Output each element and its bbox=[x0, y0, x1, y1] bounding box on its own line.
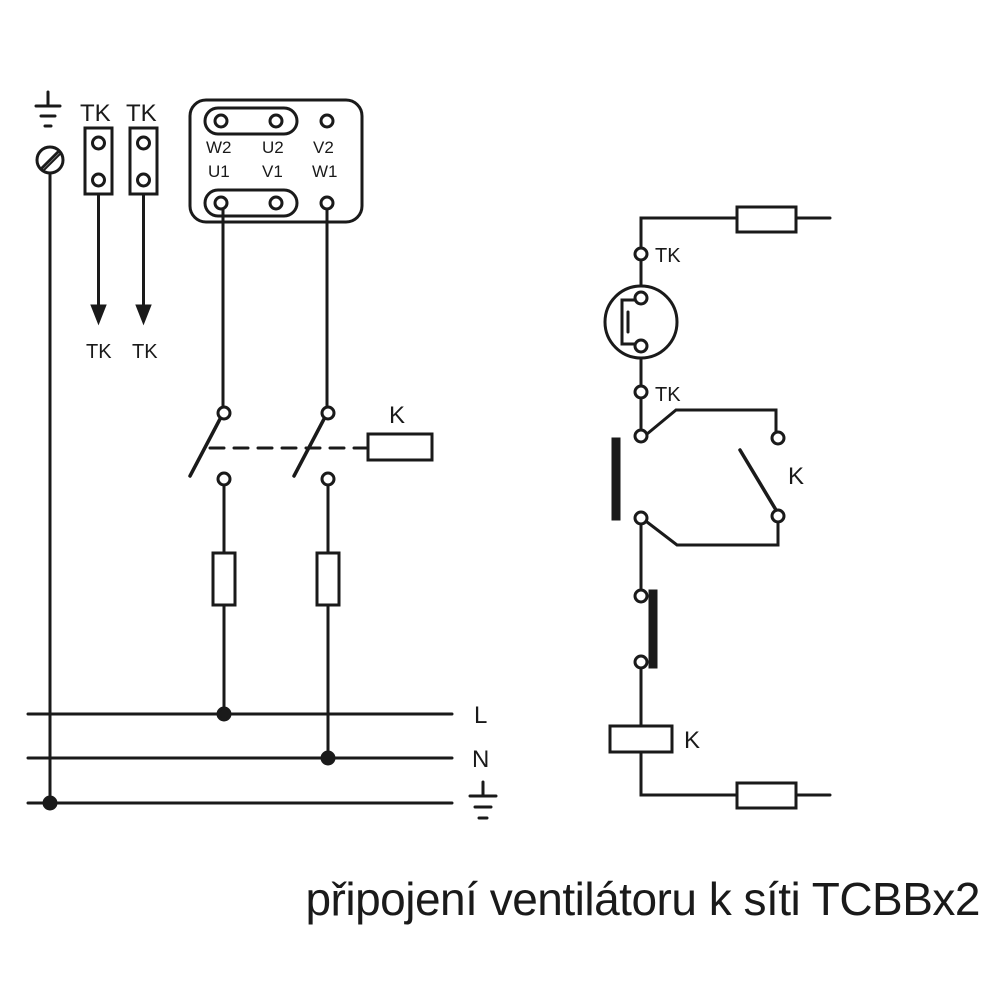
label-terminal-w1: W1 bbox=[312, 162, 338, 181]
start-button-with-holding-contact bbox=[611, 408, 786, 547]
label-tk-bottom-2: TK bbox=[132, 341, 158, 363]
label-contact-k-right: K bbox=[788, 463, 804, 490]
diagram-caption: připojení ventilátoru k síti TCBBx2 bbox=[305, 873, 980, 925]
label-terminal-v2: V2 bbox=[313, 138, 334, 157]
earth-symbol-bottom bbox=[468, 780, 498, 820]
fuse-2 bbox=[315, 551, 341, 607]
label-tk-right-top: TK bbox=[655, 245, 681, 267]
label-tk-top-2: TK bbox=[126, 100, 157, 127]
label-coil-k-right: K bbox=[684, 727, 700, 754]
label-tk-right-mid: TK bbox=[655, 384, 681, 406]
control-wire-top bbox=[639, 216, 739, 250]
label-contactor-k-left: K bbox=[389, 402, 405, 429]
control-fuse-bottom bbox=[735, 781, 798, 810]
label-tk-bottom-1: TK bbox=[86, 341, 112, 363]
label-line-n: N bbox=[472, 746, 489, 773]
thermal-protector-symbol bbox=[603, 284, 679, 360]
motor-terminal-box bbox=[188, 98, 364, 224]
junction-dot-n bbox=[320, 750, 336, 766]
earth-symbol-top bbox=[34, 90, 62, 128]
junction-dot-pe bbox=[42, 795, 58, 811]
earth-terminal-screw bbox=[35, 145, 65, 175]
control-wire-bottom bbox=[639, 750, 739, 797]
contactor-contact-1 bbox=[188, 405, 232, 487]
fuse-1 bbox=[211, 551, 237, 607]
label-line-l: L bbox=[474, 702, 487, 729]
contactor-coil-right bbox=[608, 724, 674, 754]
junction-dot-l bbox=[216, 706, 232, 722]
contactor-contact-2 bbox=[292, 405, 336, 487]
stop-button bbox=[633, 588, 658, 670]
label-terminal-v1: V1 bbox=[262, 162, 283, 181]
label-terminal-w2: W2 bbox=[206, 138, 232, 157]
label-terminal-u1: U1 bbox=[208, 162, 230, 181]
tk-terminal-mid bbox=[633, 384, 649, 400]
thermal-contact-block-2 bbox=[128, 126, 159, 326]
contactor-coil-left bbox=[366, 432, 434, 462]
tk-terminal-top bbox=[633, 246, 649, 262]
thermal-contact-block-1 bbox=[83, 126, 114, 326]
control-fuse-top bbox=[735, 205, 798, 234]
label-tk-top-1: TK bbox=[80, 100, 111, 127]
label-terminal-u2: U2 bbox=[262, 138, 284, 157]
